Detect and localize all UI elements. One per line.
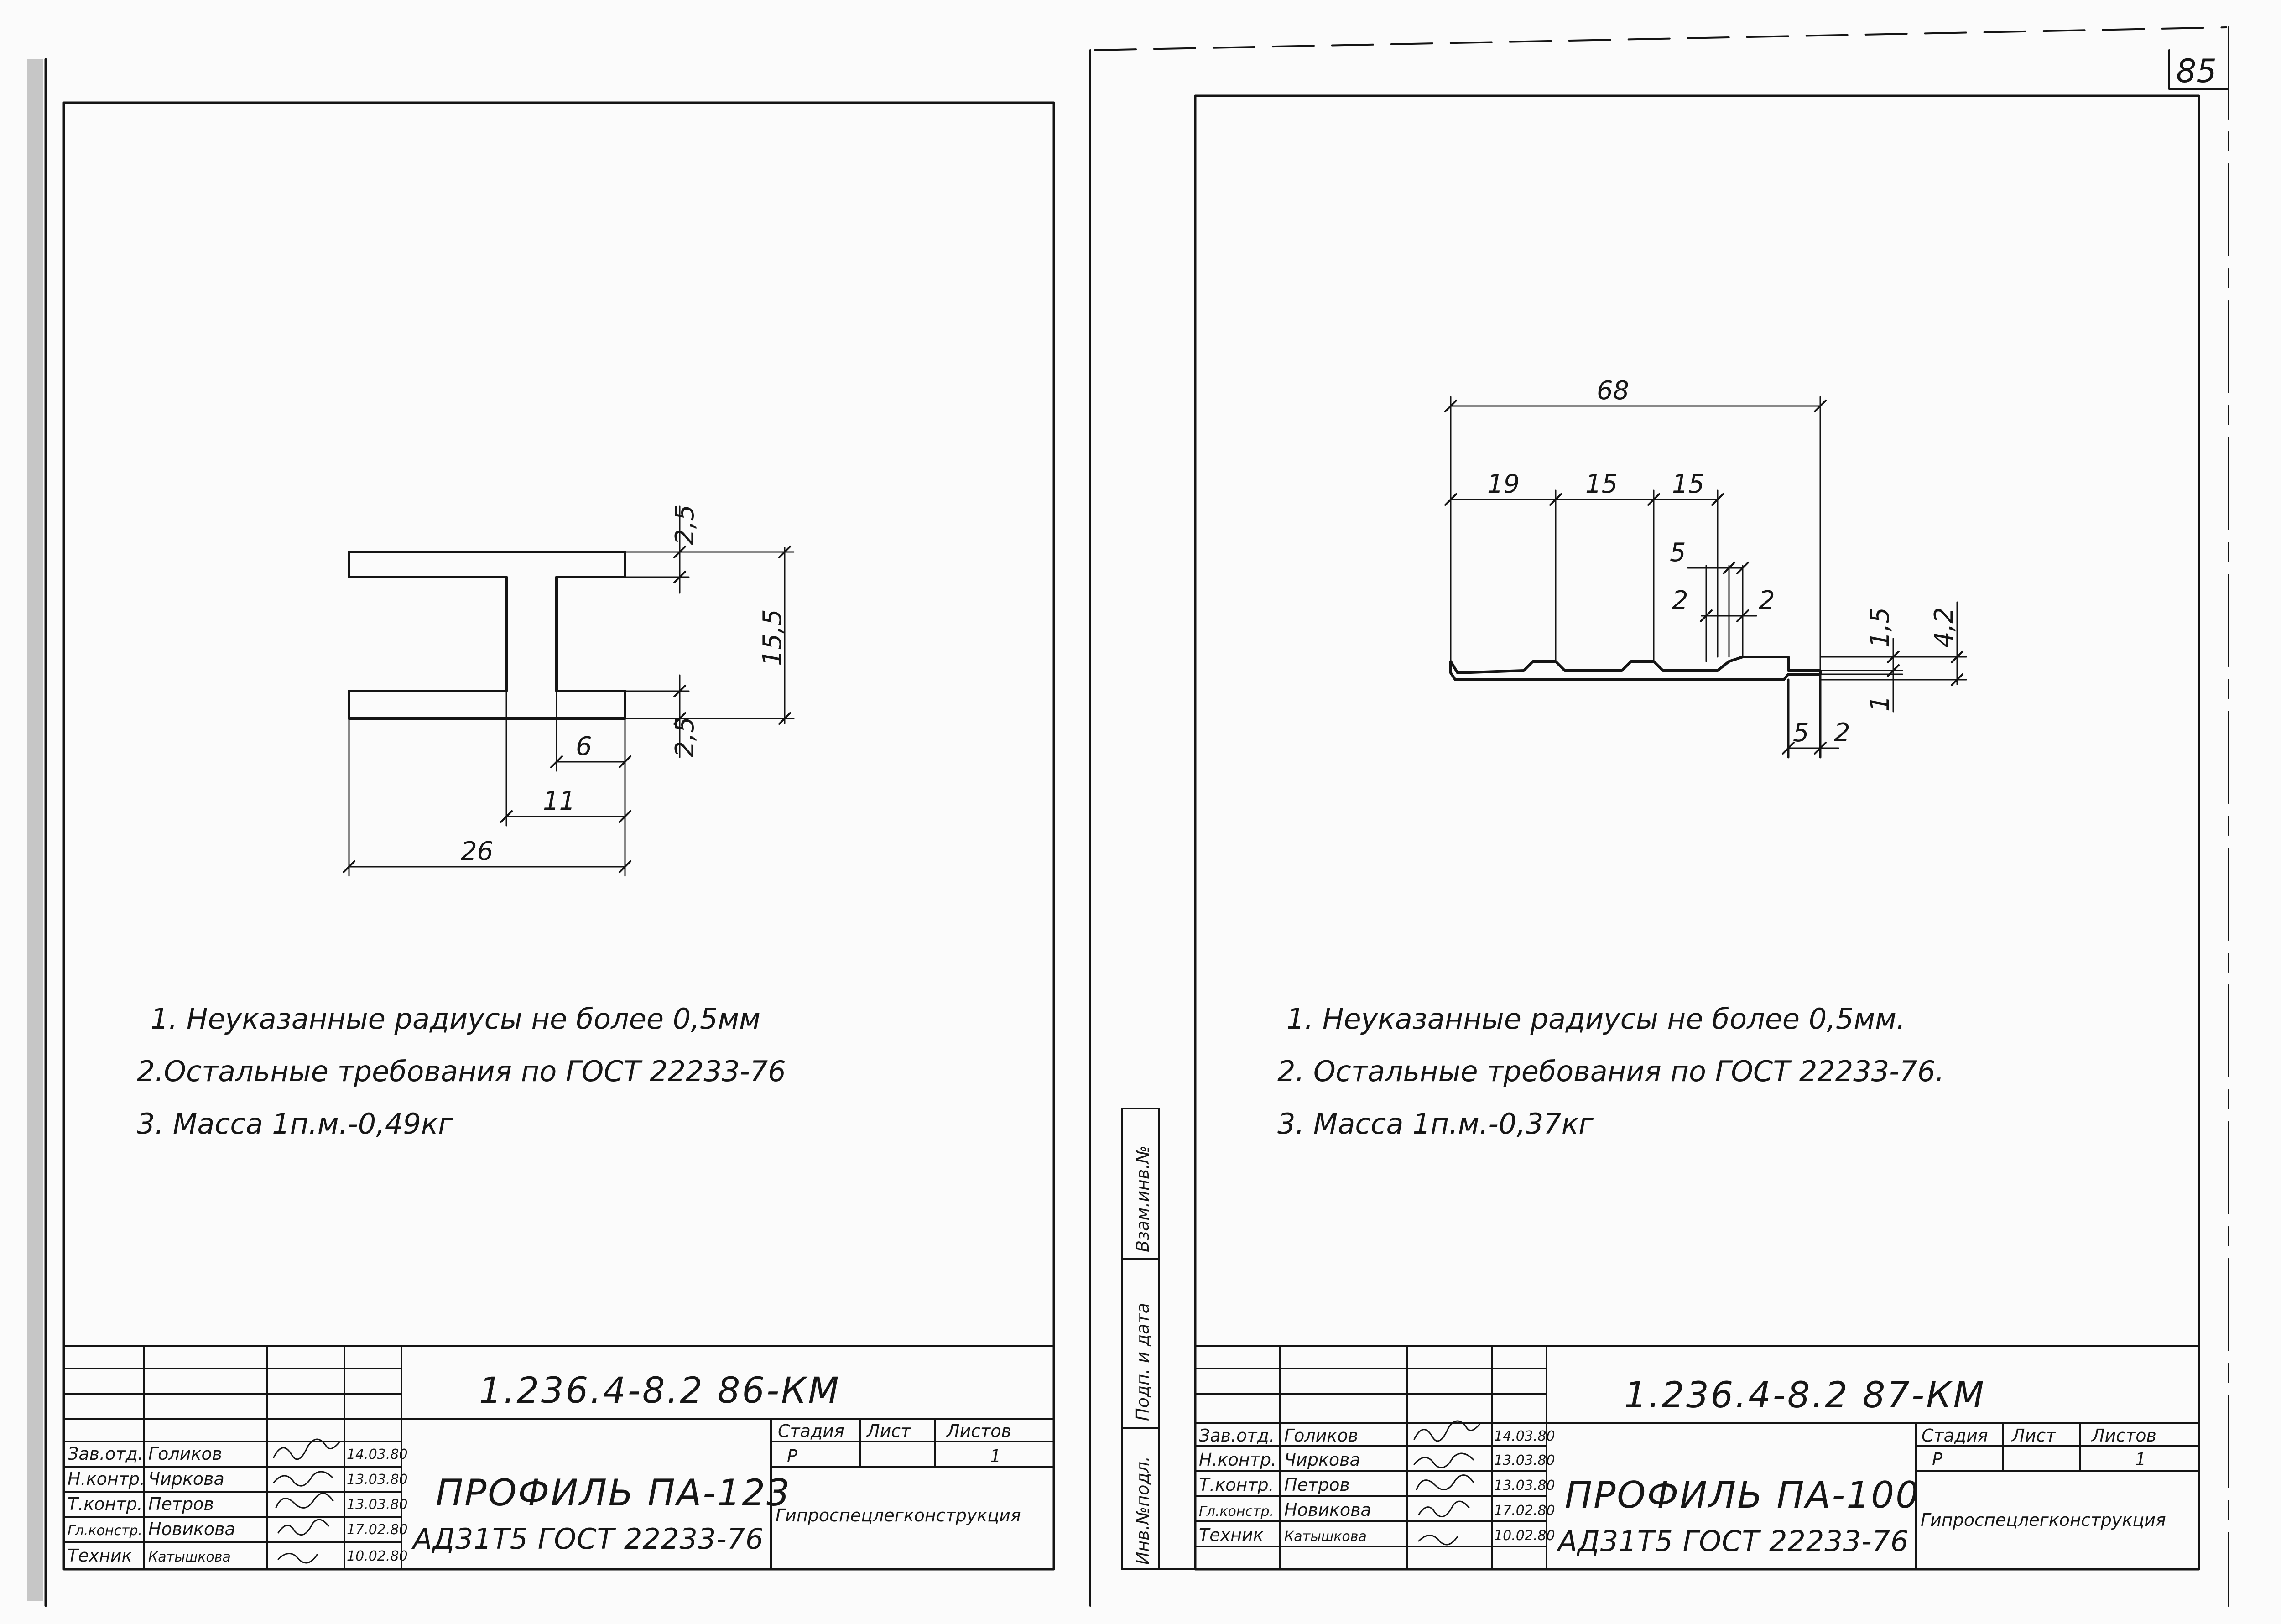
drawing-material: АД31Т5 ГОСТ 22233-76 (411, 1522, 764, 1556)
date-cell: 17.02.80 (347, 1522, 408, 1538)
note-line: 2. Остальные требования по ГОСТ 22233-76… (1277, 1055, 1944, 1088)
pa100-profile-drawing: 68 19 15 15 5 2 2 1,5 4,2 1 5 2 (1444, 376, 1967, 759)
stage-header: Стадия (1922, 1426, 1988, 1446)
date-cell: 13.03.80 (347, 1497, 408, 1513)
name-cell: Голиков (148, 1444, 222, 1464)
side-label: Подп. и дата (1133, 1303, 1153, 1421)
sheets-header: Листов (2091, 1426, 2156, 1446)
stage-value: Р (787, 1446, 797, 1466)
name-cell: Петров (148, 1494, 214, 1514)
drawing-code: 1.236.4-8.2 87-КМ (1624, 1375, 1986, 1416)
role-cell: Н.контр. (1199, 1450, 1276, 1470)
side-label: Инв.№подл. (1133, 1456, 1153, 1565)
role-cell: Гл.констр. (68, 1523, 142, 1539)
role-cell: Гл.констр. (1199, 1504, 1274, 1520)
dim-gap-right: 2 (1759, 586, 1775, 615)
note-line: 3. Масса 1п.м.-0,37кг (1277, 1107, 1594, 1140)
left-sheet: 2,5 15,5 2,5 6 11 26 1. Неуказанные ради… (62, 101, 1055, 1571)
note-line: 2.Остальные требования по ГОСТ 22233-76 (137, 1055, 786, 1088)
dim-leg: 5 (1793, 718, 1809, 748)
i-profile-drawing: 2,5 15,5 2,5 6 11 26 (343, 505, 795, 877)
side-label: Взам.инв.№ (1133, 1145, 1153, 1252)
organization: Гипроспецлегконструкция (1921, 1510, 2166, 1530)
right-notes: 1. Неуказанные радиусы не более 0,5мм. 2… (1277, 1002, 1944, 1140)
note-line: 3. Масса 1п.м.-0,49кг (137, 1107, 453, 1140)
stage-header: Стадия (778, 1421, 844, 1441)
role-cell: Зав.отд. (68, 1444, 143, 1464)
drawing-title: ПРОФИЛЬ ПА-123 (436, 1472, 791, 1514)
drawing-code: 1.236.4-8.2 86-КМ (479, 1370, 841, 1411)
name-cell: Голиков (1284, 1426, 1358, 1446)
date-cell: 10.02.80 (347, 1548, 408, 1564)
sheets-header: Листов (946, 1421, 1011, 1441)
dim-leg-gap: 2 (1834, 718, 1850, 748)
date-cell: 13.03.80 (1494, 1452, 1555, 1468)
name-cell: Петров (1284, 1475, 1350, 1495)
note-line: 1. Неуказанные радиусы не более 0,5мм. (1286, 1002, 1906, 1036)
dim-seg2: 15 (1585, 469, 1618, 499)
date-cell: 10.02.80 (1494, 1528, 1555, 1544)
drawing-title: ПРОФИЛЬ ПА-100 (1565, 1474, 1920, 1516)
date-cell: 14.03.80 (1494, 1428, 1555, 1444)
role-cell: Зав.отд. (1199, 1426, 1275, 1446)
dim-flange-bottom: 2,5 (670, 717, 700, 757)
side-stamp: Инв.№подл. Подп. и дата Взам.инв.№ (1121, 1108, 1196, 1570)
role-cell: Техник (68, 1546, 132, 1566)
name-cell: Новикова (148, 1519, 235, 1539)
dim-flange-top: 2,5 (670, 505, 700, 545)
dim-groove: 5 (1670, 538, 1686, 567)
drawing-material: АД31Т5 ГОСТ 22233-76 (1556, 1525, 1909, 1558)
sheet-header: Лист (866, 1421, 911, 1441)
name-cell: Новикова (1284, 1500, 1371, 1520)
dim-half-width: 11 (543, 786, 575, 816)
signatures (273, 1438, 341, 1564)
signatures (1413, 1420, 1481, 1546)
dim-seg3: 15 (1672, 469, 1704, 499)
dim-total: 68 (1597, 376, 1629, 406)
sheets-value: 1 (990, 1446, 1001, 1466)
date-cell: 14.03.80 (347, 1447, 408, 1463)
dim-gap-left: 2 (1672, 586, 1688, 615)
sheet-header: Лист (2011, 1426, 2057, 1446)
dim-height: 15,5 (758, 609, 787, 666)
role-cell: Техник (1199, 1525, 1264, 1545)
date-cell: 17.02.80 (1494, 1503, 1555, 1519)
note-line: 1. Неуказанные радиусы не более 0,5мм (151, 1002, 760, 1036)
sheets-value: 1 (2135, 1449, 2146, 1469)
dim-height: 4,2 (1929, 607, 1959, 648)
scan-edges (27, 26, 2229, 1607)
dim-seg1: 19 (1487, 469, 1520, 499)
right-sheet: Инв.№подл. Подп. и дата Взам.инв.№ (1121, 94, 2200, 1571)
organization: Гипроспецлегконструкция (776, 1505, 1021, 1525)
date-cell: 13.03.80 (1494, 1478, 1555, 1494)
left-notes: 1. Неуказанные радиусы не более 0,5мм 2.… (137, 1002, 786, 1140)
dim-web: 6 (576, 732, 592, 761)
date-cell: 13.03.80 (347, 1472, 408, 1488)
role-cell: Т.контр. (68, 1494, 143, 1514)
dim-width: 26 (461, 837, 493, 866)
stage-value: Р (1932, 1449, 1942, 1469)
page-number: 85 (2176, 52, 2217, 90)
left-title-block: 1.236.4-8.2 86-КМ ПРОФИЛЬ ПА-123 АД31Т5 … (63, 1345, 1055, 1570)
name-cell: Катышкова (1284, 1529, 1367, 1545)
dim-thickness: 1,5 (1865, 607, 1895, 648)
name-cell: Чиркова (148, 1469, 224, 1489)
name-cell: Чиркова (1284, 1450, 1360, 1470)
role-cell: Т.контр. (1199, 1475, 1274, 1495)
role-cell: Н.контр. (68, 1469, 145, 1489)
name-cell: Катышкова (148, 1549, 231, 1565)
dim-lip: 1 (1865, 695, 1895, 712)
right-title-block: 1.236.4-8.2 87-КМ ПРОФИЛЬ ПА-100 АД31Т5 … (1194, 1345, 2200, 1570)
